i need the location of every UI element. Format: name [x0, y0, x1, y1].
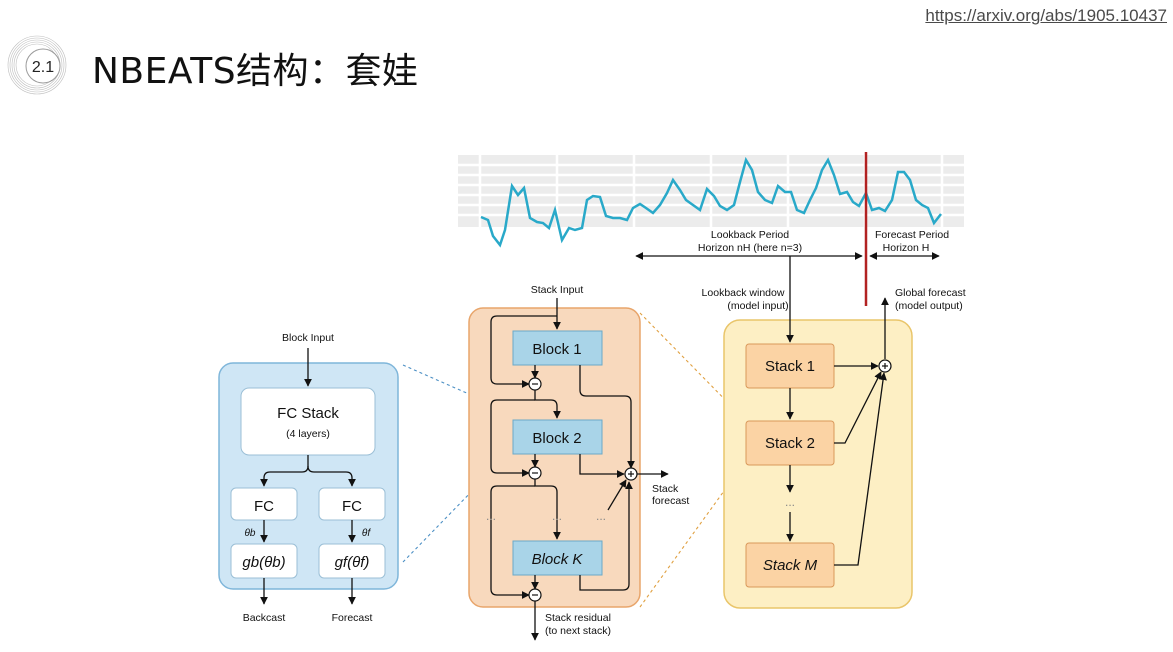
block-k-label: Block K — [532, 551, 584, 568]
stack-dots-right: ... — [596, 509, 606, 523]
block-k-box — [512, 540, 603, 576]
model-dots: ... — [785, 495, 795, 509]
fc-right-label: FC — [342, 498, 362, 515]
stack-input-label: Stack Input — [531, 284, 584, 296]
plus-node-global — [878, 359, 892, 373]
block-1-box — [512, 330, 603, 366]
block-2-label: Block 2 — [532, 430, 581, 447]
fc-stack-label: FC Stack — [277, 405, 339, 422]
zoom-connectors — [402, 312, 746, 608]
stack-forecast-label-1: Stack — [652, 483, 679, 495]
forecast-horizon-label: Horizon H — [883, 242, 930, 254]
block-2-box — [512, 419, 603, 455]
stack-residual-label-1: Stack residual — [545, 612, 611, 624]
theta-f-label: θf — [362, 528, 371, 539]
global-forecast-label-1: Global forecast — [895, 287, 966, 299]
stack-forecast-label-2: forecast — [652, 495, 689, 507]
minus-node-1 — [528, 377, 542, 391]
theta-b-label: θb — [245, 528, 256, 539]
forecast-label: Forecast — [332, 612, 373, 624]
section-badge-icon: 2.1 — [7, 35, 67, 95]
stack-m-label: Stack M — [763, 557, 818, 574]
block-1-label: Block 1 — [532, 341, 581, 358]
stack-1-label: Stack 1 — [765, 358, 815, 375]
stack-dots-mid: ... — [552, 509, 562, 523]
block-input-label: Block Input — [282, 332, 334, 344]
g-b-label: gb(θb) — [242, 554, 285, 571]
stack-panel: Stack Input Block 1 Block 2 Block K — [468, 284, 689, 641]
stack-residual-label-2: (to next stack) — [545, 625, 611, 637]
g-f-label: gf(θf) — [335, 554, 370, 571]
block-panel: Block Input FC Stack (4 layers) FC FC θb… — [218, 332, 399, 624]
timeseries-panel: Lookback Period Horizon nH (here n=3) Fo… — [458, 152, 964, 306]
lookback-window-label-2: (model input) — [727, 300, 788, 312]
minus-node-2 — [528, 466, 542, 480]
backcast-label: Backcast — [243, 612, 286, 624]
global-forecast-label-2: (model output) — [895, 300, 963, 312]
lookback-horizon-label: Horizon nH (here n=3) — [698, 242, 802, 254]
stack-2-label: Stack 2 — [765, 435, 815, 452]
fc-stack-sublabel: (4 layers) — [286, 428, 330, 440]
paper-link[interactable]: https://arxiv.org/abs/1905.10437 — [925, 6, 1167, 25]
page-title: NBEATS结构：套娃 — [92, 51, 419, 92]
lookback-window-label-1: Lookback window — [702, 287, 785, 299]
lookback-period-label: Lookback Period — [711, 229, 789, 241]
forecast-period-label: Forecast Period — [875, 229, 949, 241]
plus-node-stack — [624, 467, 638, 481]
minus-node-k — [528, 588, 542, 602]
section-number: 2.1 — [32, 59, 54, 76]
model-panel: Lookback window (model input) Global for… — [702, 256, 966, 609]
fc-left-label: FC — [254, 498, 274, 515]
stack-dots-left: ... — [486, 509, 496, 523]
